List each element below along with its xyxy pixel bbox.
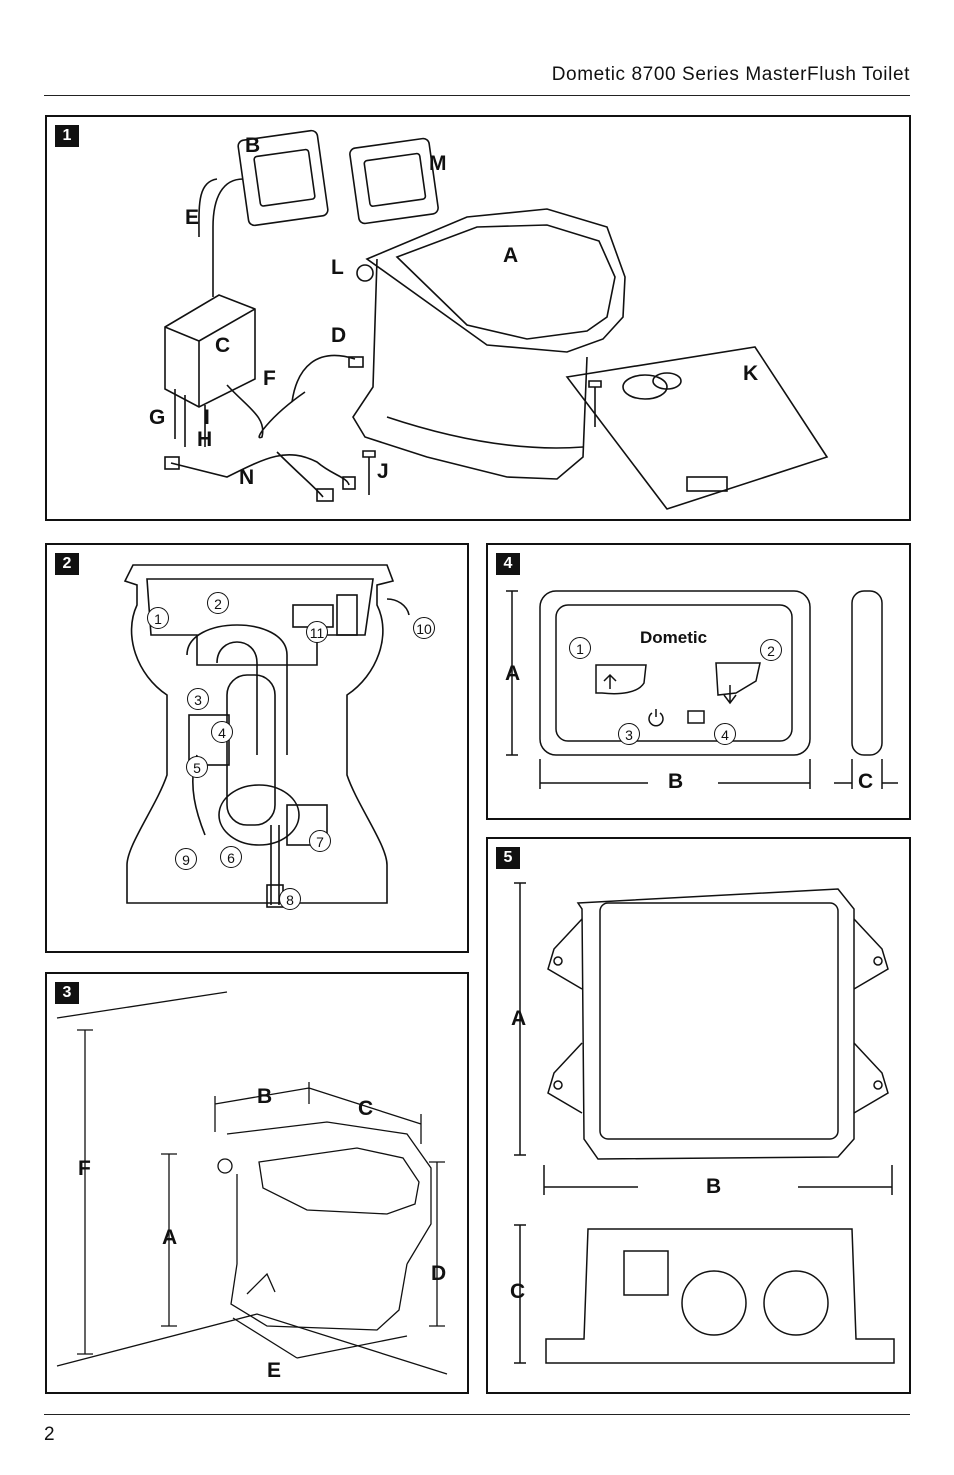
- figure-1-label-m: M: [429, 152, 447, 175]
- figure-1-label-c: C: [215, 334, 231, 357]
- figure-1-label-k: K: [743, 362, 759, 385]
- figure-3-label-d: D: [431, 1262, 447, 1285]
- figure-4-label-c: C: [858, 770, 874, 793]
- figure-1-label-g: G: [149, 406, 166, 429]
- figure-1-panel: 1 A B C D E F G H I J K L M N: [45, 115, 911, 521]
- figure-2-callout-7: 7: [309, 830, 331, 852]
- figure-1-label-b: B: [245, 134, 261, 157]
- figure-3-panel: 3 A B C D E F: [45, 972, 469, 1394]
- figure-1-label-h: H: [197, 428, 213, 451]
- figure-4-callout-1: 1: [569, 637, 591, 659]
- figure-2-callout-9: 9: [175, 848, 197, 870]
- figure-3-number: 3: [55, 982, 79, 1004]
- figure-2-callout-5: 5: [186, 756, 208, 778]
- figure-1-label-e: E: [185, 206, 200, 229]
- figure-3-label-a: A: [162, 1226, 178, 1249]
- figure-4-callout-3: 3: [618, 723, 640, 745]
- dometic-logo: Dometic: [640, 628, 708, 647]
- figure-3-illustration: [56, 991, 448, 1375]
- figure-1-number: 1: [55, 125, 79, 147]
- figure-4-number: 4: [496, 553, 520, 575]
- figure-3-label-f: F: [78, 1157, 91, 1180]
- figure-4-panel: 4 Dometic A B C 1 2 3 4: [486, 543, 911, 820]
- figure-3-label-e: E: [267, 1359, 282, 1382]
- figure-3-label-b: B: [257, 1085, 273, 1108]
- page-header-title: Dometic 8700 Series MasterFlush Toilet: [551, 64, 910, 85]
- figure-3-label-c: C: [358, 1097, 374, 1120]
- figure-2-callout-8: 8: [279, 888, 301, 910]
- figure-2-callout-11: 11: [306, 621, 328, 643]
- figure-1-label-l: L: [331, 256, 344, 279]
- figure-5-number: 5: [496, 847, 520, 869]
- figure-1-label-i: I: [204, 406, 210, 429]
- figure-4-callout-4: 4: [714, 723, 736, 745]
- figure-4-callout-2: 2: [760, 639, 782, 661]
- figure-2-callout-6: 6: [220, 846, 242, 868]
- figure-2-number: 2: [55, 553, 79, 575]
- figure-2-callout-3: 3: [187, 688, 209, 710]
- figure-2-illustration: [123, 564, 410, 908]
- figure-1-label-j: J: [377, 460, 389, 483]
- figure-2-callout-4: 4: [211, 721, 233, 743]
- figure-5-panel: 5 A B C: [486, 837, 911, 1394]
- figure-5-label-c: C: [510, 1280, 526, 1303]
- figure-2-callout-1: 1: [147, 607, 169, 629]
- figure-1-label-d: D: [331, 324, 347, 347]
- figure-1-label-a: A: [503, 244, 519, 267]
- figure-4-label-b: B: [668, 770, 684, 793]
- figure-4-label-a: A: [505, 662, 521, 685]
- figure-5-label-b: B: [706, 1175, 722, 1198]
- page-number: 2: [44, 1424, 55, 1445]
- figure-2-callout-2: 2: [207, 592, 229, 614]
- figure-1-label-f: F: [263, 367, 276, 390]
- figure-1-illustration: [164, 129, 829, 510]
- header-rule: [44, 95, 910, 96]
- figure-2-callout-10: 10: [413, 617, 435, 639]
- footer-rule: [44, 1414, 910, 1415]
- figure-5-illustration: [514, 882, 895, 1364]
- figure-5-label-a: A: [511, 1007, 527, 1030]
- figure-1-label-n: N: [239, 466, 255, 489]
- figure-4-illustration: [506, 590, 898, 789]
- figure-2-panel: 2 1 2 3 4 5 6 7 8 9 10 11: [45, 543, 469, 953]
